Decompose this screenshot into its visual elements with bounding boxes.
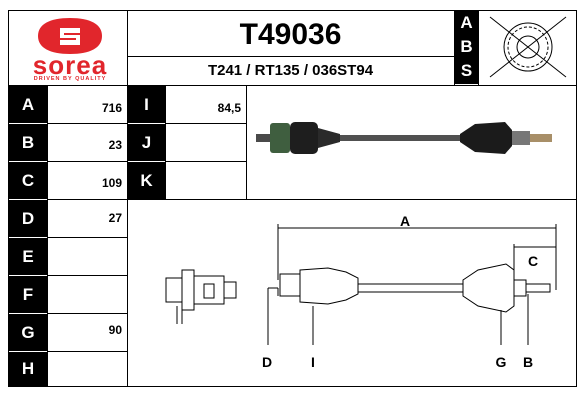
dim-label-i: I <box>311 354 315 370</box>
abs-letter-a: A <box>460 13 473 32</box>
brand-name: sorea <box>32 50 108 80</box>
brand-tagline: DRIVEN BY QUALITY <box>33 76 107 82</box>
spec-label-j: J <box>128 124 165 161</box>
abs-letter-s: S <box>460 61 473 80</box>
spec-label-b: B <box>9 124 47 161</box>
spec-label-g: G <box>9 314 47 351</box>
product-code: T49036 <box>239 18 342 51</box>
spec-label-i: I <box>128 86 165 123</box>
dim-label-a: A <box>400 213 410 229</box>
dim-label-g: G <box>496 354 507 370</box>
technical-drawing: A C D I G B <box>128 200 576 386</box>
spec-label-d: D <box>9 200 47 237</box>
spec-value-d: 27 <box>108 211 122 225</box>
abs-ring-icon <box>484 13 572 81</box>
brand-logo <box>20 14 120 80</box>
sorea-logo-mark <box>38 18 102 54</box>
spec-value-i: 84,5 <box>217 101 241 115</box>
abs-column: A B S <box>455 11 478 84</box>
dim-label-b: B <box>523 354 533 370</box>
spec-sheet-frame <box>8 10 577 387</box>
spec-label-a: A <box>9 86 47 123</box>
spec-value-a: 716 <box>101 101 122 115</box>
spec-label-h: H <box>9 352 47 386</box>
spec-label-e: E <box>9 238 47 275</box>
dim-label-d: D <box>262 354 272 370</box>
spec-value-c: 109 <box>101 176 122 190</box>
dim-label-c: C <box>528 253 538 269</box>
spec-label-f: F <box>9 276 47 313</box>
spec-value-b: 23 <box>108 138 122 152</box>
product-references: T241 / RT135 / 036ST94 <box>207 62 374 79</box>
spec-label-c: C <box>9 162 47 199</box>
product-photo <box>250 90 570 195</box>
abs-letter-b: B <box>460 37 473 56</box>
spec-label-k: K <box>128 162 165 199</box>
spec-value-g: 90 <box>108 323 122 337</box>
